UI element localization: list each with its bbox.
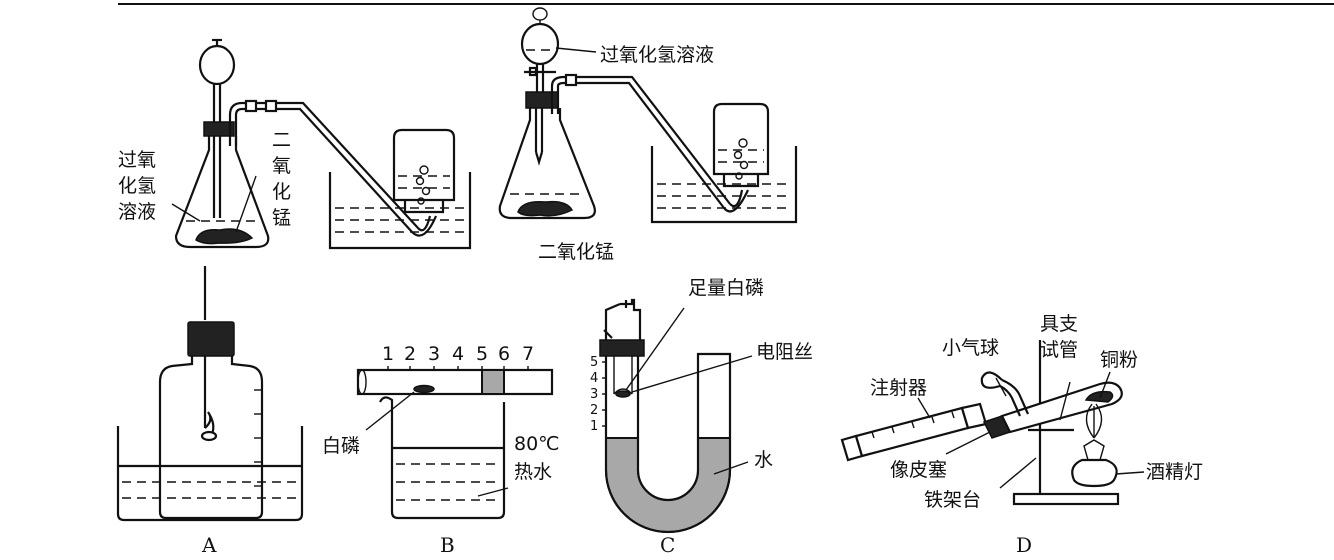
- label-small-balloon: 小气球: [942, 337, 999, 359]
- scale-b-7: 7: [522, 343, 534, 365]
- label-resistance-wire: 电阻丝: [756, 341, 813, 363]
- label-a-hydrogen-peroxide-2: 化氢: [118, 175, 156, 197]
- scale-c-3: 3: [590, 387, 598, 402]
- label-b-manganese-dioxide: 二氧化锰: [538, 241, 614, 263]
- scale-b-5: 5: [476, 343, 488, 365]
- scale-b-1: 1: [382, 343, 394, 365]
- label-syringe: 注射器: [870, 377, 927, 399]
- scale-b-3: 3: [428, 343, 440, 365]
- panel-b-apparatus: [356, 366, 554, 520]
- label-copper-powder: 铜粉: [1100, 349, 1138, 371]
- label-hot-water: 热水: [514, 461, 552, 483]
- scale-c-1: 1: [590, 419, 598, 434]
- label-hot-water-temp: 80℃: [514, 433, 560, 455]
- label-a-manganese-2: 氧: [272, 155, 291, 177]
- panel-d-apparatus: [840, 340, 1145, 506]
- label-water: 水: [754, 449, 773, 471]
- label-excess-white-phosphorus: 足量白磷: [688, 277, 764, 299]
- oxygen-generator-2: [498, 7, 798, 224]
- panel-letter-d: D: [1016, 533, 1032, 557]
- label-a-hydrogen-peroxide-3: 溶液: [118, 201, 156, 223]
- label-iron-stand: 铁架台: [924, 489, 981, 511]
- label-b-hydrogen-peroxide: 过氧化氢溶液: [600, 44, 714, 66]
- label-alcohol-lamp: 酒精灯: [1146, 461, 1203, 483]
- label-a-manganese-1: 二: [272, 129, 291, 151]
- scale-b-4: 4: [452, 343, 464, 365]
- label-branch-tube-2: 试管: [1040, 339, 1078, 361]
- oxygen-generator-1: [171, 38, 472, 250]
- scale-b-6: 6: [498, 343, 510, 365]
- panel-a-apparatus: [116, 266, 304, 522]
- scale-b-2: 2: [404, 343, 416, 365]
- label-a-manganese-3: 化: [272, 181, 291, 203]
- label-a-manganese-4: 锰: [272, 207, 291, 229]
- label-a-hydrogen-peroxide-1: 过氧: [118, 149, 156, 171]
- panel-letter-c: C: [660, 533, 675, 557]
- scale-c-2: 2: [590, 403, 598, 418]
- label-rubber-stopper: 像皮塞: [890, 459, 947, 481]
- panel-letter-a: A: [201, 533, 217, 557]
- panel-letter-b: B: [440, 533, 455, 557]
- panel-c-apparatus: [599, 298, 753, 534]
- label-white-phosphorus-b: 白磷: [322, 435, 360, 457]
- scale-c-4: 4: [590, 371, 598, 386]
- label-branch-tube-1: 具支: [1040, 313, 1078, 335]
- scale-c-5: 5: [590, 355, 598, 370]
